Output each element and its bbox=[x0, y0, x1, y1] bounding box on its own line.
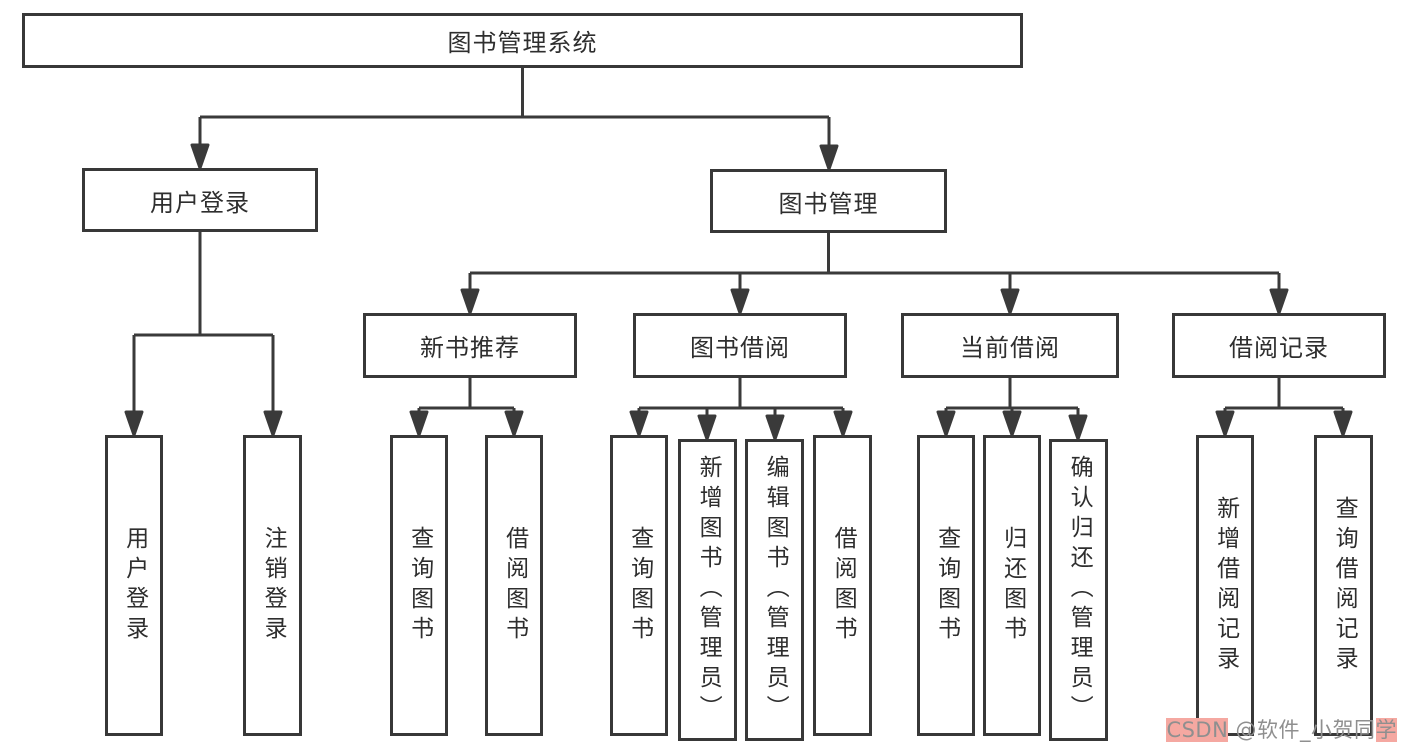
node-leaf-record-add: 新增借阅记录 bbox=[1196, 435, 1254, 736]
node-leaf-borrow-borrow: 借阅图书 bbox=[813, 435, 872, 736]
node-leaf-newbook-borrow: 借阅图书 bbox=[485, 435, 543, 736]
watermark: CSDN @软件_小贺同学 bbox=[1166, 714, 1397, 744]
node-leaf-current-confirm-admin: 确认归还（管理员） bbox=[1049, 439, 1108, 741]
connector-new-book-to-leaves bbox=[409, 378, 524, 437]
node-leaf-user-login: 用户登录 bbox=[105, 435, 163, 736]
node-borrow-record: 借阅记录 bbox=[1172, 313, 1386, 378]
connector-book-borrow-to-leaves bbox=[629, 378, 853, 441]
connector-root-to-level2 bbox=[190, 68, 839, 171]
connector-borrow-record-to-leaves bbox=[1215, 378, 1353, 437]
connector-book-mgmt-to-level3 bbox=[460, 233, 1289, 315]
node-current-borrow: 当前借阅 bbox=[901, 313, 1119, 378]
node-leaf-borrow-query: 查询图书 bbox=[610, 435, 668, 736]
connector-current-borrow-to-leaves bbox=[936, 378, 1088, 441]
node-book-borrow: 图书借阅 bbox=[633, 313, 847, 378]
node-leaf-current-query: 查询图书 bbox=[917, 435, 975, 736]
node-root: 图书管理系统 bbox=[22, 13, 1023, 68]
node-leaf-borrow-add-admin: 新增图书（管理员） bbox=[678, 439, 737, 741]
watermark-segment: CSDN bbox=[1166, 718, 1229, 742]
connector-user-login-to-leaves bbox=[124, 232, 283, 437]
node-leaf-newbook-query: 查询图书 bbox=[390, 435, 448, 736]
node-book-management: 图书管理 bbox=[710, 169, 947, 233]
watermark-segment: @软件_小贺同 bbox=[1228, 718, 1376, 742]
node-new-book-recommend: 新书推荐 bbox=[363, 313, 577, 378]
node-leaf-borrow-edit-admin: 编辑图书（管理员） bbox=[745, 439, 804, 741]
watermark-segment: 学 bbox=[1375, 718, 1397, 742]
node-leaf-current-return: 归还图书 bbox=[983, 435, 1041, 736]
node-user-login: 用户登录 bbox=[82, 168, 318, 232]
node-leaf-logout: 注销登录 bbox=[243, 435, 302, 736]
node-leaf-record-query: 查询借阅记录 bbox=[1314, 435, 1373, 736]
